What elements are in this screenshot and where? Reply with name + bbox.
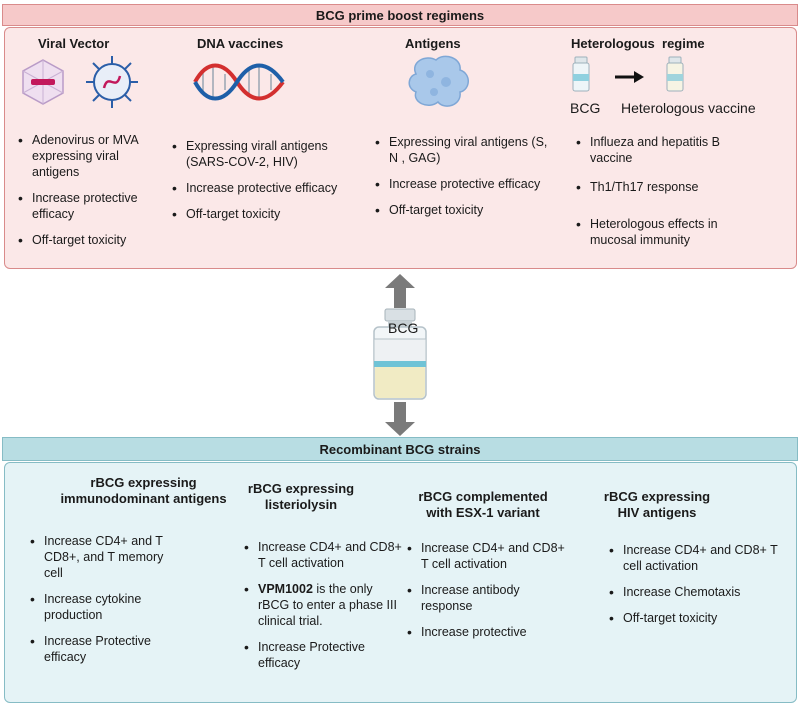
- list-item: Off-target toxicity: [18, 232, 168, 248]
- viral-vector-bullets: Adenovirus or MVA expressing viral antig…: [18, 132, 168, 258]
- bcg-vial-icon: [373, 308, 427, 400]
- rbcg-hiv-bullets: Increase CD4+ and CD8+ T cell activation…: [609, 542, 779, 636]
- antigens-title: Antigens: [405, 36, 461, 51]
- list-item: Increase antibody response: [407, 582, 567, 614]
- list-item: Increase CD4+ and T CD8+, and T memory c…: [30, 533, 180, 581]
- rbcg-immunodominant-bullets: Increase CD4+ and T CD8+, and T memory c…: [30, 533, 180, 675]
- up-arrow-icon: [385, 274, 415, 308]
- bottom-section-banner: Recombinant BCG strains: [2, 437, 798, 461]
- list-item: Increase protective: [407, 624, 567, 640]
- antigen-protein-icon: [408, 55, 469, 107]
- rbcg-hiv-title: rBCG expressing HIV antigens: [603, 489, 711, 520]
- bcg-vial-label: BCG: [570, 100, 601, 116]
- list-item: Increase Chemotaxis: [609, 584, 779, 600]
- list-item: Adenovirus or MVA expressing viral antig…: [18, 132, 168, 180]
- viral-vector-capsid-icon: [22, 59, 64, 105]
- list-item: Increase CD4+ and CD8+ T cell activation: [609, 542, 779, 574]
- bcg-vial-text: BCG: [388, 320, 419, 336]
- rbcg-listeriolysin-bullets: Increase CD4+ and CD8+ T cell activation…: [244, 539, 404, 681]
- heterologous-regime-bullets: Influeza and hepatitis B vaccine Th1/Th1…: [576, 134, 756, 258]
- heterologous-vial-icon: [666, 56, 684, 92]
- list-item: Expressing viral antigens (S, N , GAG): [375, 134, 550, 166]
- vpm1002-term: VPM1002: [258, 582, 313, 596]
- rbcg-esx1-title: rBCG complemented with ESX-1 variant: [418, 489, 548, 520]
- dna-vaccines-bullets: Expressing virall antigens (SARS-COV-2, …: [172, 138, 340, 232]
- rbcg-listeriolysin-title: rBCG expressing listeriolysin: [247, 481, 355, 512]
- list-item: Increase protective efficacy: [172, 180, 340, 196]
- right-arrow-icon: [615, 71, 644, 83]
- antigens-bullets: Expressing viral antigens (S, N , GAG) I…: [375, 134, 550, 228]
- down-arrow-icon: [385, 402, 415, 436]
- list-item: Increase protective efficacy: [375, 176, 550, 192]
- list-item: Increase Protective efficacy: [244, 639, 404, 671]
- list-item: Increase CD4+ and CD8+ T cell activation: [407, 540, 567, 572]
- list-item: Off-target toxicity: [609, 610, 779, 626]
- heterologous-regime-title: Heterologous regime: [571, 36, 705, 51]
- viral-vector-title: Viral Vector: [38, 36, 110, 51]
- heterologous-vaccine-label: Heterologous vaccine: [621, 100, 756, 116]
- rbcg-esx1-bullets: Increase CD4+ and CD8+ T cell activation…: [407, 540, 567, 650]
- list-item: Increase Protective efficacy: [30, 633, 180, 665]
- list-item: Off-target toxicity: [172, 206, 340, 222]
- list-item: Heterologous effects in mucosal immunity: [576, 216, 756, 248]
- list-item: Off-target toxicity: [375, 202, 550, 218]
- list-item: Increase protective efficacy: [18, 190, 168, 222]
- list-item: VPM1002 is the only rBCG to enter a phas…: [244, 581, 404, 629]
- dna-helix-icon: [193, 63, 285, 101]
- viral-vector-virus-icon: [86, 56, 138, 108]
- dna-vaccines-title: DNA vaccines: [197, 36, 284, 51]
- rbcg-immunodominant-title: rBCG expressing immunodominant antigens: [60, 475, 227, 506]
- list-item: Increase cytokine production: [30, 591, 180, 623]
- top-section-banner: BCG prime boost regimens: [2, 4, 798, 26]
- list-item: Th1/Th17 response: [576, 179, 756, 195]
- bcg-vial-small-icon: [572, 56, 590, 92]
- list-item: Increase CD4+ and CD8+ T cell activation: [244, 539, 404, 571]
- list-item: Expressing virall antigens (SARS-COV-2, …: [172, 138, 340, 170]
- list-item: Influeza and hepatitis B vaccine: [576, 134, 756, 166]
